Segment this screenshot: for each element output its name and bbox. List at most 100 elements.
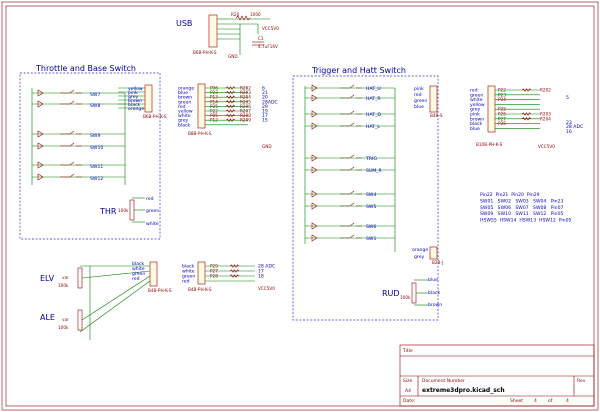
trigger2-conn-ref: B2B-J [432,260,443,265]
lower-wire-color-3: green [182,274,195,280]
size-value: A4 [405,388,411,394]
throttle-switch-block: SW7 SW8 SW9 SW10 SW11 SW12 yellow pink g… [31,84,167,185]
trigger-connectors: pink red green blue B4B-S orange grey B2… [412,85,443,265]
throttle-wire-5: black [128,102,141,108]
lower-net-number-2: 17 [258,269,264,275]
mid-resistor-1 [225,86,236,90]
mid-resistor-ref-7: R208 [240,113,251,118]
right-resistor-1 [521,88,532,92]
trigger-box-title: Trigger and Hatt Switch [311,66,406,75]
title-block: Title Size A4 Document Number extreme3dp… [399,344,595,407]
mid-resistor-ref-5: R206 [240,104,251,109]
trigger-wire-1: pink [414,86,424,92]
mid-wire-color-4: green [178,99,191,105]
elv-title: ELV [40,274,55,283]
mid-resistor-ref-6: R207 [240,109,251,114]
ale-val: 100k [58,325,69,330]
trigger-switch-2: HAT_R [366,96,381,102]
usb-wires [217,18,270,55]
lower-wire-color-1: black [182,264,195,270]
trigger-switch-3: HAT_D [366,112,381,118]
lower-connector [197,261,206,285]
right-conn-ref: B10B-PH-K-S [476,142,503,147]
usb-resistor-ref: R20 [231,12,240,17]
thr-title: THR [99,207,117,216]
elv-pot-body [77,267,83,289]
ale-pot-body [77,309,83,331]
trigger-connector [429,85,438,113]
mid-wire-color-3: brown [178,95,192,101]
mid-net-number-4: 28ADC [262,99,278,105]
ale-title: ALE [40,313,55,322]
trigger-switch-8: SW5 [366,204,376,210]
mid-net-number-1: 6 [262,86,265,92]
trigger-switch-5: TRIG [365,156,377,162]
right-wire-color-2: green [470,92,483,98]
mid-wire-color-7: white [178,113,191,119]
mid-resistor-7 [225,113,236,118]
throttle-switch-5: SW11 [90,164,103,170]
pin-table-row-1: Pin22 Pin21 Pin20 Pin29 [480,192,540,198]
mid-net-number-3: 20 [262,95,268,101]
lower-resistor-1 [229,264,240,268]
trigger-box [292,75,439,321]
rev-label: Rev [577,378,586,384]
title-label: Title [402,348,413,354]
usb-resistor [235,15,251,21]
trigger-wire-3: green [414,98,427,104]
throttle-box [19,72,161,240]
trigger-switch-1: HAT_U [366,86,381,92]
sheet-inner-frame [5,5,595,407]
mid-net-number-6: 19 [262,109,268,115]
trigger-switch-glyph-5 [340,154,362,159]
trigger-switch-9: SW6 [366,224,376,230]
elv-wire-3: green [132,271,145,277]
mid-resistor-ref-2: R203 [240,90,251,95]
mid-net-number-7: 17 [262,113,268,119]
pin-table-row-4: SW09 SW10 SW11 SW12 Pin05 [480,211,564,217]
right-wire-color-5: grey [470,107,481,113]
throttle-connector [144,84,153,113]
date-label: Date: [403,398,415,404]
right-resistor-2 [521,112,532,116]
usb-resistor-val: 1000 [250,12,261,17]
right-connector [487,85,496,133]
right-net-number-1: 5 [566,95,569,101]
thr-pot: THR 100k red green white [99,196,159,227]
elv-var: var [62,275,69,280]
mid-wire-color-2: blue [178,90,188,96]
sheet-label: Sheet [510,398,523,404]
thr-wire-3: white [146,221,159,227]
trigger-switch-glyph-10 [340,234,362,239]
lower-wire-color-4: red [182,279,190,285]
trigger2-wire-1: orange [412,247,428,253]
usb-title: USB [176,19,192,28]
trigger-switch-glyph-4 [340,122,362,127]
mid-wire-color-8: grey [178,118,189,124]
mid-net-number-2: 21 [262,90,268,96]
lower-wire-color-2: white [182,269,195,275]
throttle-conn-ref: B6B-PH-K-S [143,114,167,119]
lower-conn-ref: B4B-PH-K-S [188,287,212,292]
trigger-wire-4: blue [414,104,424,110]
trigger-switch-glyph-8 [340,202,362,207]
trigger-connector-2 [429,246,438,260]
mid-gnd-label: GND [262,144,272,149]
trigger-switch-7: SW4 [366,192,376,198]
lower-net-number-3: 18 [258,274,264,280]
usb-vcc-label: VCC5V0 [262,26,279,31]
trigger-switch-10: SW1 [366,236,376,242]
docnum-label: Document Number [422,378,465,384]
mid-resistor-8 [225,118,236,122]
right-wire-color-8: black [470,121,483,127]
thr-wire-1: red [146,196,154,202]
throttle-switch-glyphs [60,89,82,178]
throttle-box-title: Throttle and Base Switch [35,64,136,73]
usb-section: USB R20 1000 VCC5V0 C1 4.7uF16V GND B6B-… [176,12,279,59]
